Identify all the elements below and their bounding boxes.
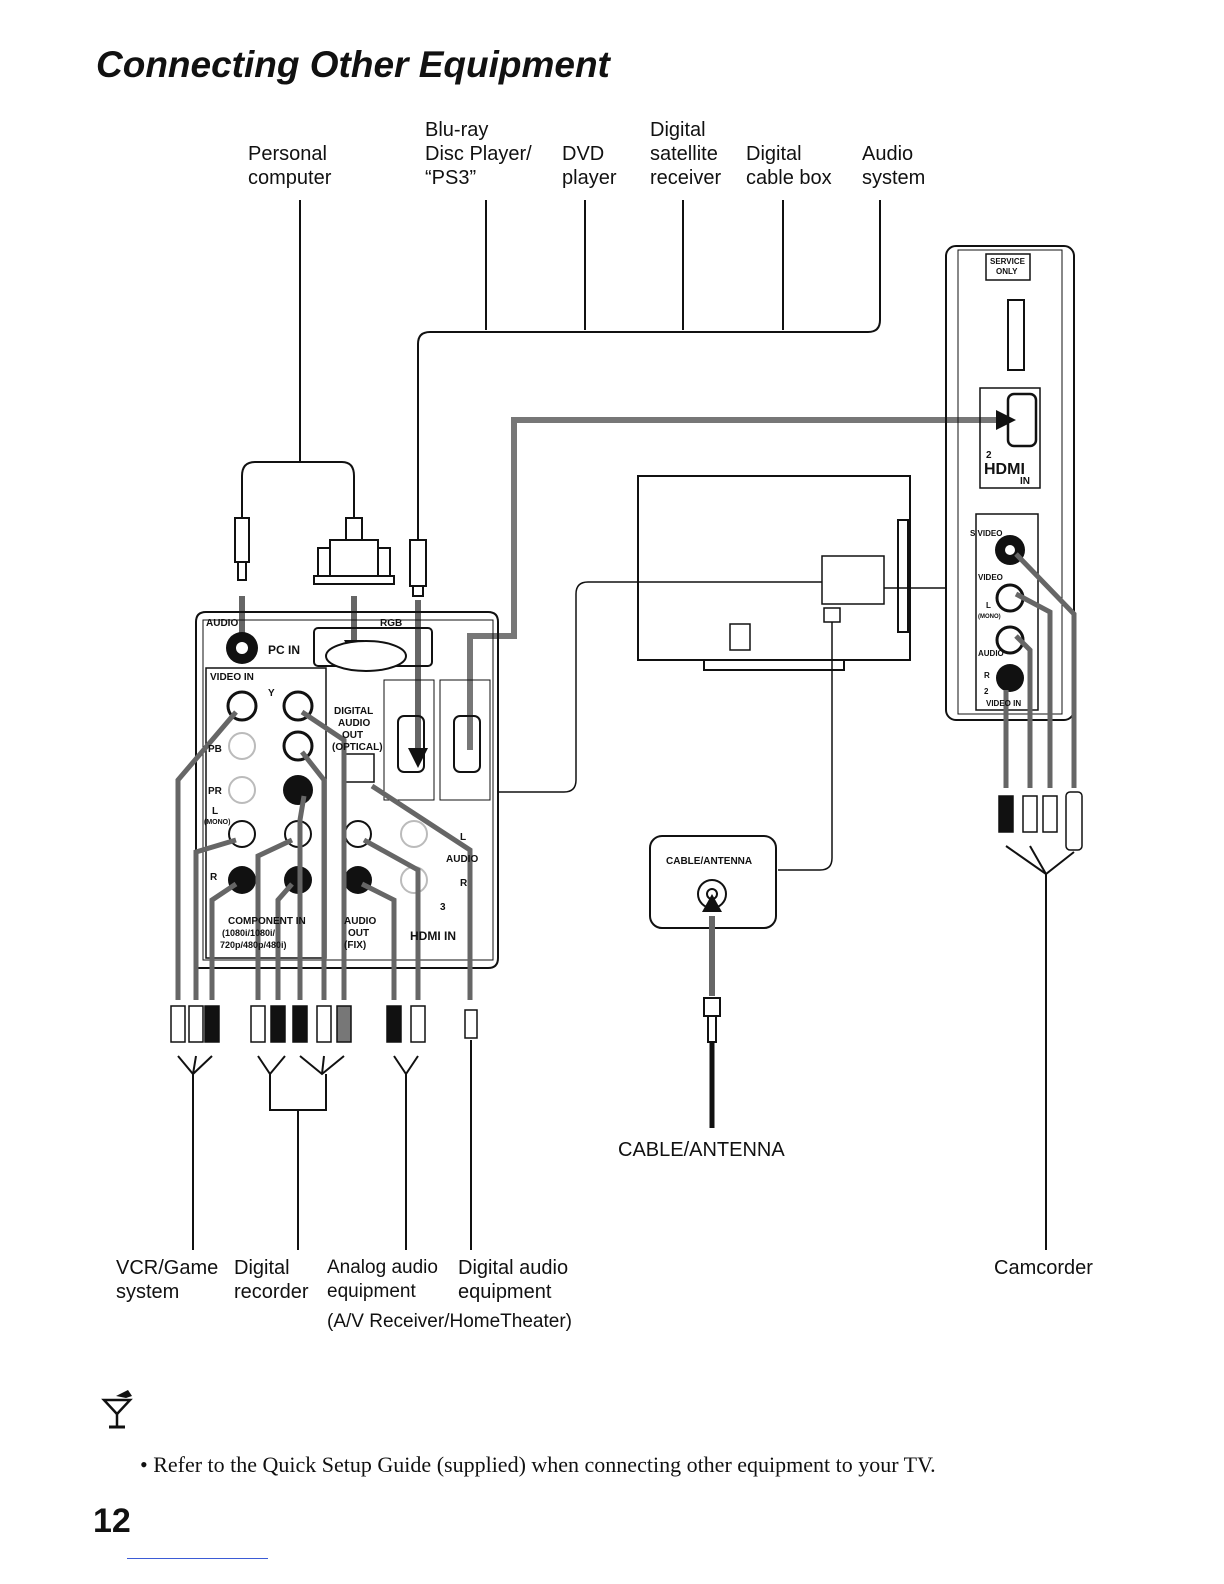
side-num-2: 2 <box>984 687 989 696</box>
svg-text:OUT: OUT <box>348 928 369 939</box>
device-label-digital-audio: Digital audio equipment <box>458 1257 569 1303</box>
side-video-in-label: VIDEO IN <box>986 699 1021 708</box>
side-plugs <box>998 791 1083 851</box>
device-label-dvd: DVD player <box>562 143 617 189</box>
rear-audio-out-fix: AUDIO OUT (FIX) <box>344 916 376 951</box>
rgb-plug <box>313 517 395 585</box>
rear-hdmi-in-label: HDMI IN <box>410 929 456 943</box>
rear-panel <box>195 611 499 969</box>
antenna-plug <box>703 997 721 1043</box>
side-l-label: L <box>986 601 991 610</box>
svg-text:(FIX): (FIX) <box>344 940 366 951</box>
tv-back <box>637 475 911 671</box>
device-label-cable-box: Digital cable box <box>746 143 832 189</box>
side-hdmi-in: IN <box>1020 476 1030 487</box>
page-title: Connecting Other Equipment <box>96 44 610 85</box>
rear-audio-label: AUDIO <box>206 618 238 629</box>
rear-mono-label: (MONO) <box>204 819 230 826</box>
device-label-cable-antenna: CABLE/ANTENNA <box>618 1139 785 1161</box>
side-audio-label: AUDIO <box>978 649 1004 658</box>
svg-text:OUT: OUT <box>342 730 363 741</box>
bottom-plugs <box>170 1005 478 1043</box>
side-s-video-label: S VIDEO <box>970 529 1002 538</box>
rear-component-in-label: COMPONENT IN <box>228 916 306 927</box>
device-label-bluray: Blu-ray Disc Player/ “PS3” <box>425 119 532 189</box>
svg-text:(OPTICAL): (OPTICAL) <box>332 742 383 753</box>
rear-digital-audio-out: DIGITAL AUDIO OUT (OPTICAL) <box>332 706 383 753</box>
pc-audio-plug <box>234 517 250 581</box>
rear-r-side-label: R <box>460 878 468 889</box>
tip-note: • Refer to the Quick Setup Guide (suppli… <box>140 1452 936 1477</box>
svg-text:720p/480p/480i): 720p/480p/480i) <box>220 940 287 950</box>
page-number: 12 <box>93 1502 131 1540</box>
side-panel <box>945 245 1075 721</box>
footer-rule <box>127 1558 268 1559</box>
svg-text:AUDIO: AUDIO <box>344 916 376 927</box>
rear-audio-side-label: AUDIO <box>446 854 478 865</box>
device-label-camcorder: Camcorder <box>994 1257 1093 1279</box>
rear-num-3: 3 <box>440 902 446 913</box>
side-hdmi-num: 2 <box>986 450 992 461</box>
side-r-label: R <box>984 671 990 680</box>
side-mono-label: (MONO) <box>978 614 1001 620</box>
device-label-vcr: VCR/Game system <box>116 1257 219 1303</box>
rear-video-in-label: VIDEO IN <box>210 672 254 683</box>
rear-rgb-label: RGB <box>380 618 402 629</box>
side-video-label: VIDEO <box>978 573 1003 582</box>
side-hdmi-logo: HDMI <box>984 461 1025 478</box>
rear-l-side-label: L <box>460 832 466 843</box>
hdmi-side-line <box>467 417 1000 750</box>
device-label-personal-computer: Personal computer <box>248 143 332 189</box>
device-label-digital-recorder: Digital recorder <box>234 1257 309 1303</box>
rear-component-res: (1080i/1080i/ 720p/480p/480i) <box>220 928 287 950</box>
svg-text:ONLY: ONLY <box>996 267 1018 276</box>
device-label-analog-audio: Analog audio equipment <box>327 1257 438 1302</box>
rear-y-label: Y <box>268 688 275 699</box>
rear-r-label: R <box>210 872 218 883</box>
device-label-satellite: Digital satellite receiver <box>650 119 722 189</box>
hdmi-plug-top <box>409 539 427 597</box>
hdmi-bus-line <box>417 200 881 540</box>
device-label-audio-system: Audio system <box>862 143 926 189</box>
svg-text:(1080i/1080i/: (1080i/1080i/ <box>222 928 276 938</box>
cocktail-glass-icon <box>101 1390 133 1429</box>
rear-l-label: L <box>212 806 218 817</box>
svg-text:SERVICE: SERVICE <box>990 257 1026 266</box>
antenna-box-label: CABLE/ANTENNA <box>666 856 752 867</box>
device-label-analog-audio-sub: (A/V Receiver/HomeTheater) <box>327 1311 572 1332</box>
rear-pc-in-label: PC IN <box>268 643 300 657</box>
svg-text:DIGITAL: DIGITAL <box>334 706 373 717</box>
rear-pb-label: PB <box>208 744 222 755</box>
rear-pr-label: PR <box>208 786 223 797</box>
svg-text:AUDIO: AUDIO <box>338 718 370 729</box>
